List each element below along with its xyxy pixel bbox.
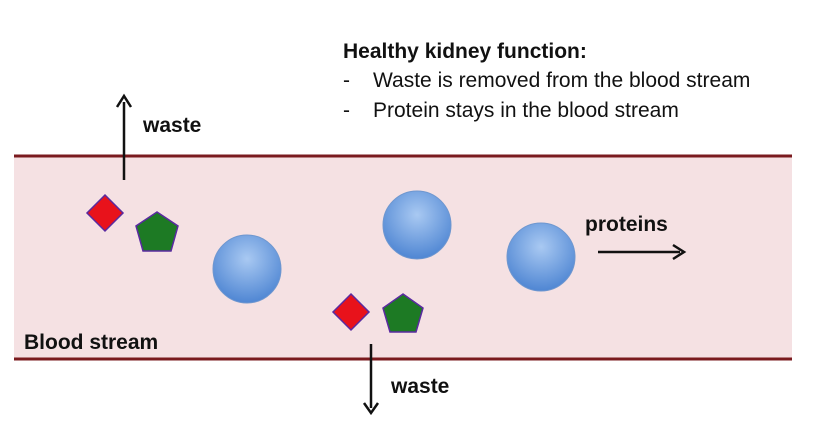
bullet-marker-2: - (343, 99, 350, 122)
waste-label-bottom: waste (390, 375, 449, 398)
arrow-down-icon (362, 344, 380, 416)
waste-label-top: waste (142, 114, 201, 137)
waste-diamond-icon (85, 193, 125, 233)
protein-circle-icon (382, 190, 452, 260)
bullet-marker-1: - (343, 69, 350, 92)
blood-stream-label: Blood stream (24, 331, 158, 354)
waste-diamond-icon (331, 292, 371, 332)
bullet-point-waste: Waste is removed from the blood stream (373, 69, 750, 92)
protein-circle-icon (506, 222, 576, 292)
arrow-up-icon (115, 93, 133, 180)
proteins-label: proteins (585, 213, 668, 236)
waste-pentagon-icon (382, 293, 424, 333)
bullet-point-protein: Protein stays in the blood stream (373, 99, 679, 122)
diagram-title: Healthy kidney function: (343, 40, 587, 63)
protein-circle-icon (212, 234, 282, 304)
arrow-right-icon (598, 243, 687, 261)
waste-pentagon-icon (135, 211, 179, 252)
